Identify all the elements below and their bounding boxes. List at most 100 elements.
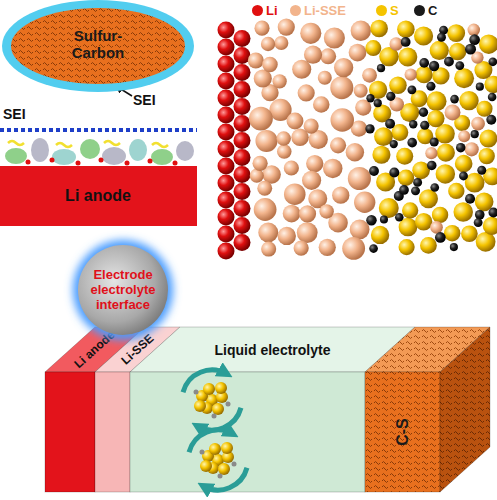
model-sphere — [318, 71, 332, 85]
sulfur-carbon-particle: Sulfur-Carbon — [2, 0, 194, 92]
model-sphere — [319, 239, 336, 256]
model-sphere — [234, 200, 251, 217]
front-face — [95, 372, 130, 492]
li-dot — [26, 160, 31, 165]
model-sphere — [218, 226, 235, 243]
legend-entry: C — [414, 3, 437, 18]
model-sphere — [262, 57, 278, 73]
model-sphere — [385, 119, 395, 129]
legend-swatch — [414, 5, 425, 16]
node-label: Sulfur-Carbon — [62, 27, 134, 62]
side-face — [440, 327, 490, 492]
model-sphere — [380, 215, 388, 223]
legend-entry: Li — [252, 3, 278, 18]
model-sphere — [420, 121, 429, 130]
model-sphere — [218, 73, 235, 90]
model-sphere — [277, 144, 292, 159]
model-sphere — [436, 164, 456, 184]
model-sphere — [419, 58, 429, 68]
model-sphere — [218, 192, 235, 209]
model-sphere — [409, 120, 417, 128]
legend-text: C — [428, 3, 437, 18]
model-sphere — [274, 36, 288, 50]
model-sphere — [249, 107, 273, 131]
model-sphere — [399, 185, 409, 195]
legend-text: S — [390, 3, 399, 18]
sei-particle — [102, 147, 126, 165]
model-sphere — [389, 76, 407, 94]
sei-particle — [129, 139, 147, 161]
polysulfide-particle — [194, 400, 206, 412]
li-dot — [50, 158, 55, 163]
polysulfide-particle — [203, 383, 215, 395]
sei-particle — [5, 148, 27, 164]
li-dot — [76, 161, 81, 166]
model-sphere — [435, 232, 446, 243]
sei-particle — [31, 138, 49, 162]
model-sphere — [476, 83, 484, 91]
legend-text: Li — [266, 3, 278, 18]
model-sphere — [369, 244, 378, 253]
model-sphere — [419, 108, 428, 117]
model-sphere — [398, 48, 417, 67]
model-sphere — [427, 110, 444, 127]
model-sphere — [430, 137, 439, 146]
model-sphere — [272, 74, 286, 88]
model-sphere — [234, 234, 251, 251]
layer-label: C-S — [393, 418, 411, 446]
model-sphere — [283, 205, 301, 223]
model-sphere — [450, 95, 459, 104]
model-sphere — [354, 192, 375, 213]
model-sphere — [397, 20, 415, 38]
particle-model — [218, 18, 497, 259]
model-sphere — [366, 94, 374, 102]
model-sphere — [346, 143, 364, 161]
model-sphere — [456, 143, 465, 152]
model-sphere — [447, 24, 465, 42]
legend-entry: Li-SSE — [290, 3, 346, 18]
model-sphere — [370, 20, 388, 38]
li-dot — [173, 161, 178, 166]
model-sphere — [369, 166, 379, 176]
model-sphere — [234, 30, 251, 47]
model-sphere — [450, 243, 458, 251]
model-sphere — [371, 226, 389, 244]
model-sphere — [401, 37, 411, 47]
model-sphere — [297, 222, 318, 243]
glow-ring — [73, 240, 173, 340]
model-sphere — [218, 209, 235, 226]
model-sphere — [455, 155, 473, 173]
model-sphere — [218, 107, 235, 124]
model-sphere — [483, 217, 497, 235]
model-sphere — [429, 61, 439, 71]
li-dot — [125, 161, 130, 166]
legend-swatch — [252, 5, 263, 16]
model-sphere — [479, 130, 497, 148]
model-sphere — [287, 113, 304, 130]
small-particle — [212, 414, 217, 419]
interface-circle: Electrode electrolyte interface — [71, 238, 175, 342]
model-sphere — [448, 183, 464, 199]
model-sphere — [377, 64, 385, 72]
model-sphere — [372, 146, 390, 164]
model-sphere — [234, 64, 251, 81]
model-sphere — [218, 124, 235, 141]
model-sphere — [362, 68, 377, 83]
sei-squiggle — [104, 141, 120, 145]
model-sphere — [413, 178, 422, 187]
model-sphere — [254, 21, 269, 36]
legend-swatch — [290, 5, 301, 16]
model-sphere — [234, 183, 251, 200]
model-sphere — [444, 57, 454, 67]
model-sphere — [320, 48, 336, 64]
model-sphere — [354, 84, 368, 98]
sulfur-carbon-cathode: C-S — [365, 327, 490, 492]
model-sphere — [234, 166, 251, 183]
model-sphere — [459, 172, 468, 181]
small-particle — [218, 474, 223, 479]
polysulfide-particle — [215, 382, 227, 394]
model-sphere — [395, 213, 404, 222]
model-sphere — [332, 186, 349, 203]
sei-particle — [176, 141, 194, 161]
